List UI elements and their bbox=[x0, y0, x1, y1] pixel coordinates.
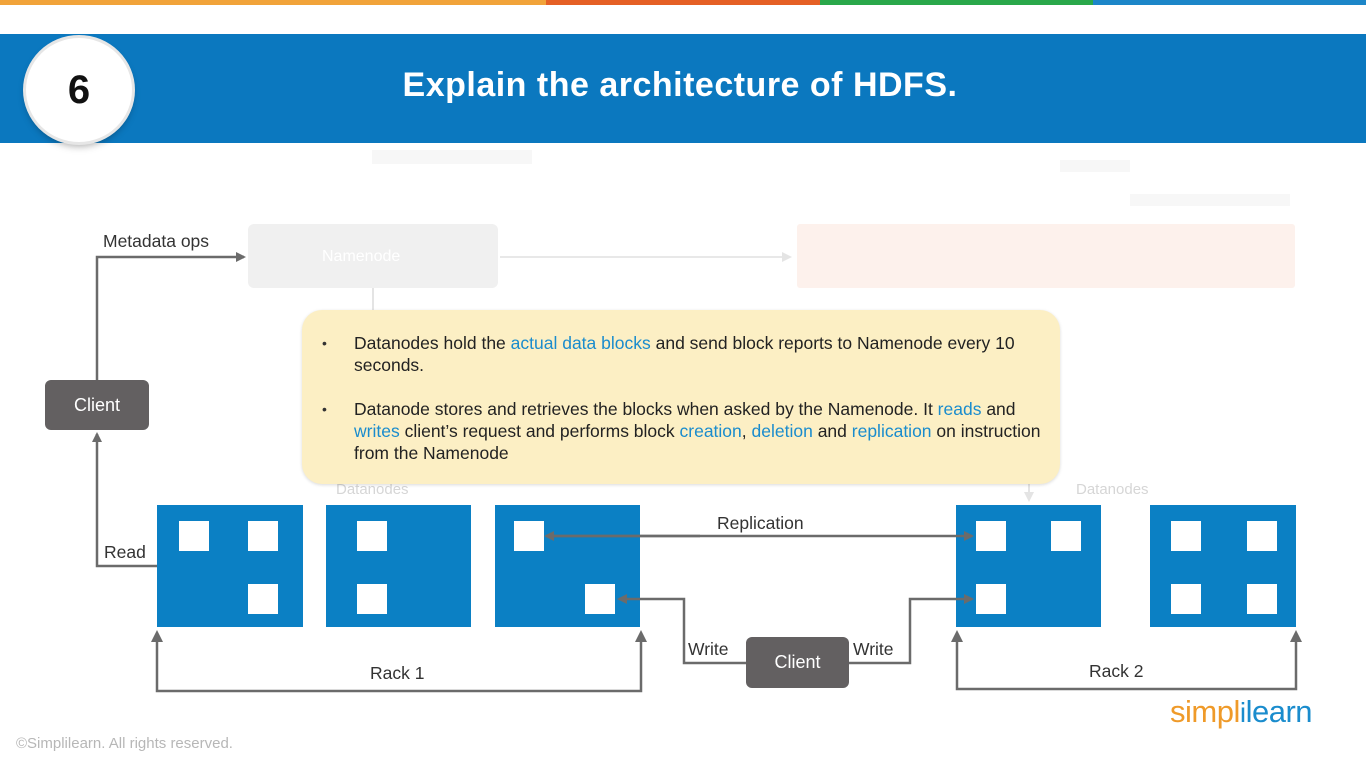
client-top-box: Client bbox=[45, 380, 149, 430]
read-label: Read bbox=[104, 542, 146, 562]
data-block bbox=[976, 584, 1006, 614]
slide-number-badge: 6 bbox=[26, 38, 132, 142]
bullet2-highlight-writes: writes bbox=[354, 421, 400, 441]
rack2-arrowhead-left bbox=[951, 630, 963, 642]
data-block bbox=[514, 521, 544, 551]
data-block bbox=[1247, 521, 1277, 551]
datanode-5 bbox=[1150, 505, 1296, 627]
rack1-arrowhead-left bbox=[151, 630, 163, 642]
bullet1-text: Datanodes hold the bbox=[354, 333, 511, 353]
bullet2-text: and bbox=[812, 421, 852, 441]
data-block bbox=[1171, 521, 1201, 551]
data-block bbox=[357, 584, 387, 614]
bullet1-highlight: actual data blocks bbox=[510, 333, 651, 353]
data-block bbox=[179, 521, 209, 551]
faded-placeholder-2 bbox=[1060, 160, 1130, 172]
namenode-box bbox=[248, 224, 498, 288]
faded-placeholder-3 bbox=[1130, 194, 1290, 206]
metadata-ops-arrow bbox=[95, 252, 246, 380]
rack2-bracket bbox=[955, 633, 1298, 691]
slide-title: Explain the architecture of HDFS. bbox=[402, 66, 958, 104]
stripe-segment bbox=[819, 0, 1093, 5]
datanode-2 bbox=[326, 505, 471, 627]
datanodes-label-left: Datanodes bbox=[336, 481, 409, 498]
datanode-callout: Datanodes hold the actual data blocks an… bbox=[302, 310, 1060, 484]
bullet2-text: , bbox=[741, 421, 752, 441]
bullet2-highlight-replication: replication bbox=[851, 421, 932, 441]
stripe-segment bbox=[546, 0, 820, 5]
bullet1-text: and send block reports to Namenode every… bbox=[354, 333, 1015, 375]
write-right-arrow bbox=[848, 594, 974, 665]
bullet2-text: client’s request and performs block bbox=[399, 421, 680, 441]
callout-bullet-2: Datanode stores and retrieves the blocks… bbox=[322, 398, 1044, 464]
stripe-segment bbox=[0, 0, 274, 5]
datanode-1 bbox=[157, 505, 303, 627]
slide-header bbox=[0, 34, 1366, 143]
client-bottom-box: Client bbox=[746, 637, 849, 688]
replication-label: Replication bbox=[717, 513, 804, 533]
bullet2-text: and bbox=[981, 399, 1016, 419]
callout-bullet-1: Datanodes hold the actual data blocks an… bbox=[322, 332, 1044, 376]
data-block bbox=[1171, 584, 1201, 614]
stripe-segment bbox=[273, 0, 547, 5]
bullet2-highlight-creation: creation bbox=[679, 421, 742, 441]
stripe-segment bbox=[1092, 0, 1366, 5]
logo-separator: i bbox=[1239, 697, 1246, 728]
rack2-label: Rack 2 bbox=[1089, 661, 1144, 681]
read-arrow bbox=[92, 432, 157, 568]
bullet2-text: Datanode stores and retrieves the blocks… bbox=[354, 399, 938, 419]
data-block bbox=[1247, 584, 1277, 614]
datanode-box bbox=[326, 505, 471, 627]
rack1-label: Rack 1 bbox=[370, 663, 425, 683]
simplilearn-logo: simplilearn bbox=[1170, 694, 1313, 730]
logo-simpl: simpl bbox=[1170, 694, 1240, 729]
bullet2-highlight-deletion: deletion bbox=[751, 421, 813, 441]
write-left-label: Write bbox=[688, 639, 729, 659]
metadata-ops-label: Metadata ops bbox=[103, 231, 210, 251]
data-block bbox=[357, 521, 387, 551]
data-block bbox=[248, 584, 278, 614]
data-block bbox=[976, 521, 1006, 551]
faded-placeholder-1 bbox=[372, 150, 532, 164]
data-block bbox=[248, 521, 278, 551]
datanodes-label-right: Datanodes bbox=[1076, 481, 1149, 498]
datanode-4 bbox=[956, 505, 1101, 627]
copyright-text: ©Simplilearn. All rights reserved. bbox=[16, 735, 233, 752]
namenode-label: Namenode bbox=[322, 248, 401, 265]
rack2-arrowhead-right bbox=[1290, 630, 1302, 642]
bullet2-highlight-reads: reads bbox=[937, 399, 982, 419]
datanode-box bbox=[157, 505, 303, 627]
data-block bbox=[585, 584, 615, 614]
bullet2-text: on instruction from the Namenode bbox=[354, 421, 1041, 463]
data-block bbox=[1051, 521, 1081, 551]
metadata-box-faded bbox=[797, 224, 1295, 288]
write-left-arrow bbox=[617, 594, 746, 665]
rack1-arrowhead-right bbox=[635, 630, 647, 642]
top-color-stripe bbox=[0, 0, 1366, 5]
logo-learn: learn bbox=[1245, 694, 1313, 729]
datanode-3 bbox=[495, 505, 640, 627]
rack1-bracket bbox=[155, 633, 643, 693]
write-right-label: Write bbox=[853, 639, 894, 659]
